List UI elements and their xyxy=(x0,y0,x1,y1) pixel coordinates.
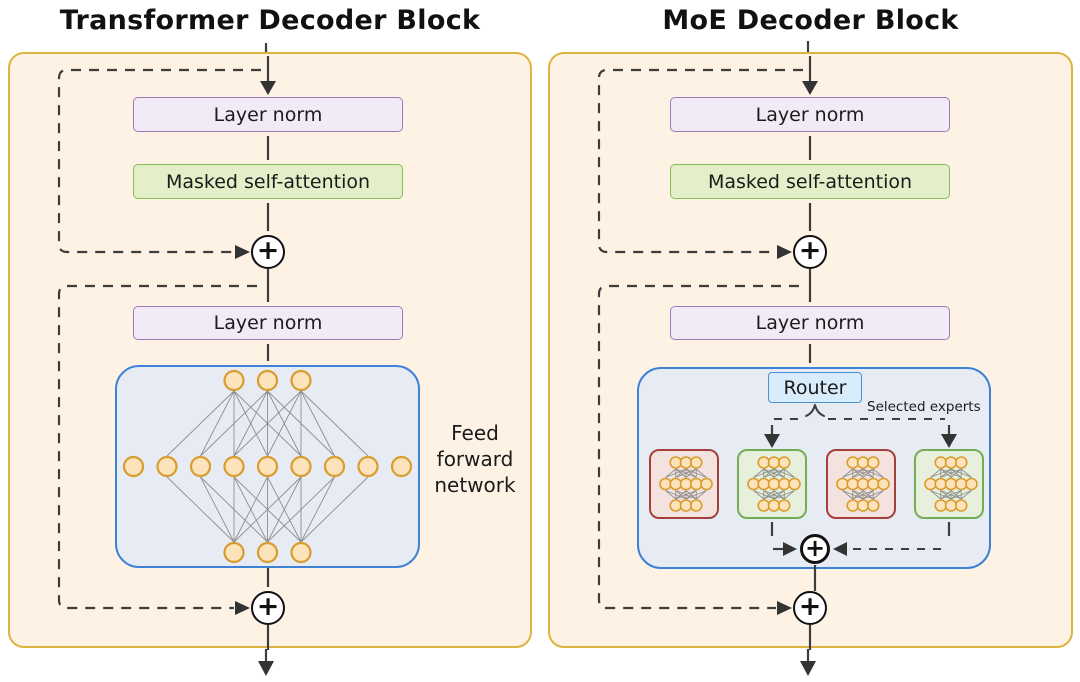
layer-norm-box-2: Layer norm xyxy=(133,306,403,340)
left-panel-connectors xyxy=(57,56,276,650)
layer-norm-box-2: Layer norm xyxy=(670,306,950,340)
expert-network-icon xyxy=(659,456,713,512)
right-panel-connectors xyxy=(597,56,818,650)
residual-path-1 xyxy=(597,68,803,259)
expert-2 xyxy=(737,449,807,519)
residual-path-2 xyxy=(57,284,257,615)
expert-network-icon xyxy=(747,456,801,512)
ffn-label: Feed forward network xyxy=(434,421,516,497)
selected-experts-label: Selected experts xyxy=(867,399,981,415)
residual-add-icon-2: + xyxy=(793,591,827,625)
moe-decoder-panel: Layer norm Masked self-attention + Layer… xyxy=(548,52,1073,650)
expert-network-icon xyxy=(836,456,890,512)
router-to-expert-arrow-2 xyxy=(941,425,957,448)
moe-experts-box: Router Selected experts + xyxy=(637,367,991,591)
right-output-arrow xyxy=(800,649,816,676)
left-output-arrow xyxy=(258,649,274,676)
residual-add-icon-2: + xyxy=(251,591,285,625)
expert-network-icon xyxy=(924,456,978,512)
router-fork-icon xyxy=(805,404,825,417)
masked-self-attention-box: Masked self-attention xyxy=(670,164,950,199)
ffn-network-icon xyxy=(122,369,413,564)
router-to-expert-arrow-1 xyxy=(764,425,780,448)
layer-norm-box-1: Layer norm xyxy=(670,97,950,132)
expert-sum-add-icon: + xyxy=(800,534,830,564)
left-panel-title: Transformer Decoder Block xyxy=(59,5,481,36)
expert-1 xyxy=(649,449,719,519)
router-box: Router xyxy=(768,372,862,403)
expert-3 xyxy=(826,449,896,519)
masked-self-attention-box: Masked self-attention xyxy=(133,164,403,199)
right-panel-title: MoE Decoder Block xyxy=(662,5,959,36)
layer-norm-box-1: Layer norm xyxy=(133,97,403,132)
residual-path-1 xyxy=(57,68,261,259)
residual-add-icon-1: + xyxy=(251,235,285,269)
expert-4 xyxy=(914,449,984,519)
residual-add-icon-1: + xyxy=(793,235,827,269)
transformer-decoder-panel: Layer norm Masked self-attention + Layer… xyxy=(8,52,532,650)
residual-path-2 xyxy=(597,284,799,615)
moe-internal-connectors xyxy=(764,404,957,591)
feed-forward-network-box xyxy=(115,365,420,568)
